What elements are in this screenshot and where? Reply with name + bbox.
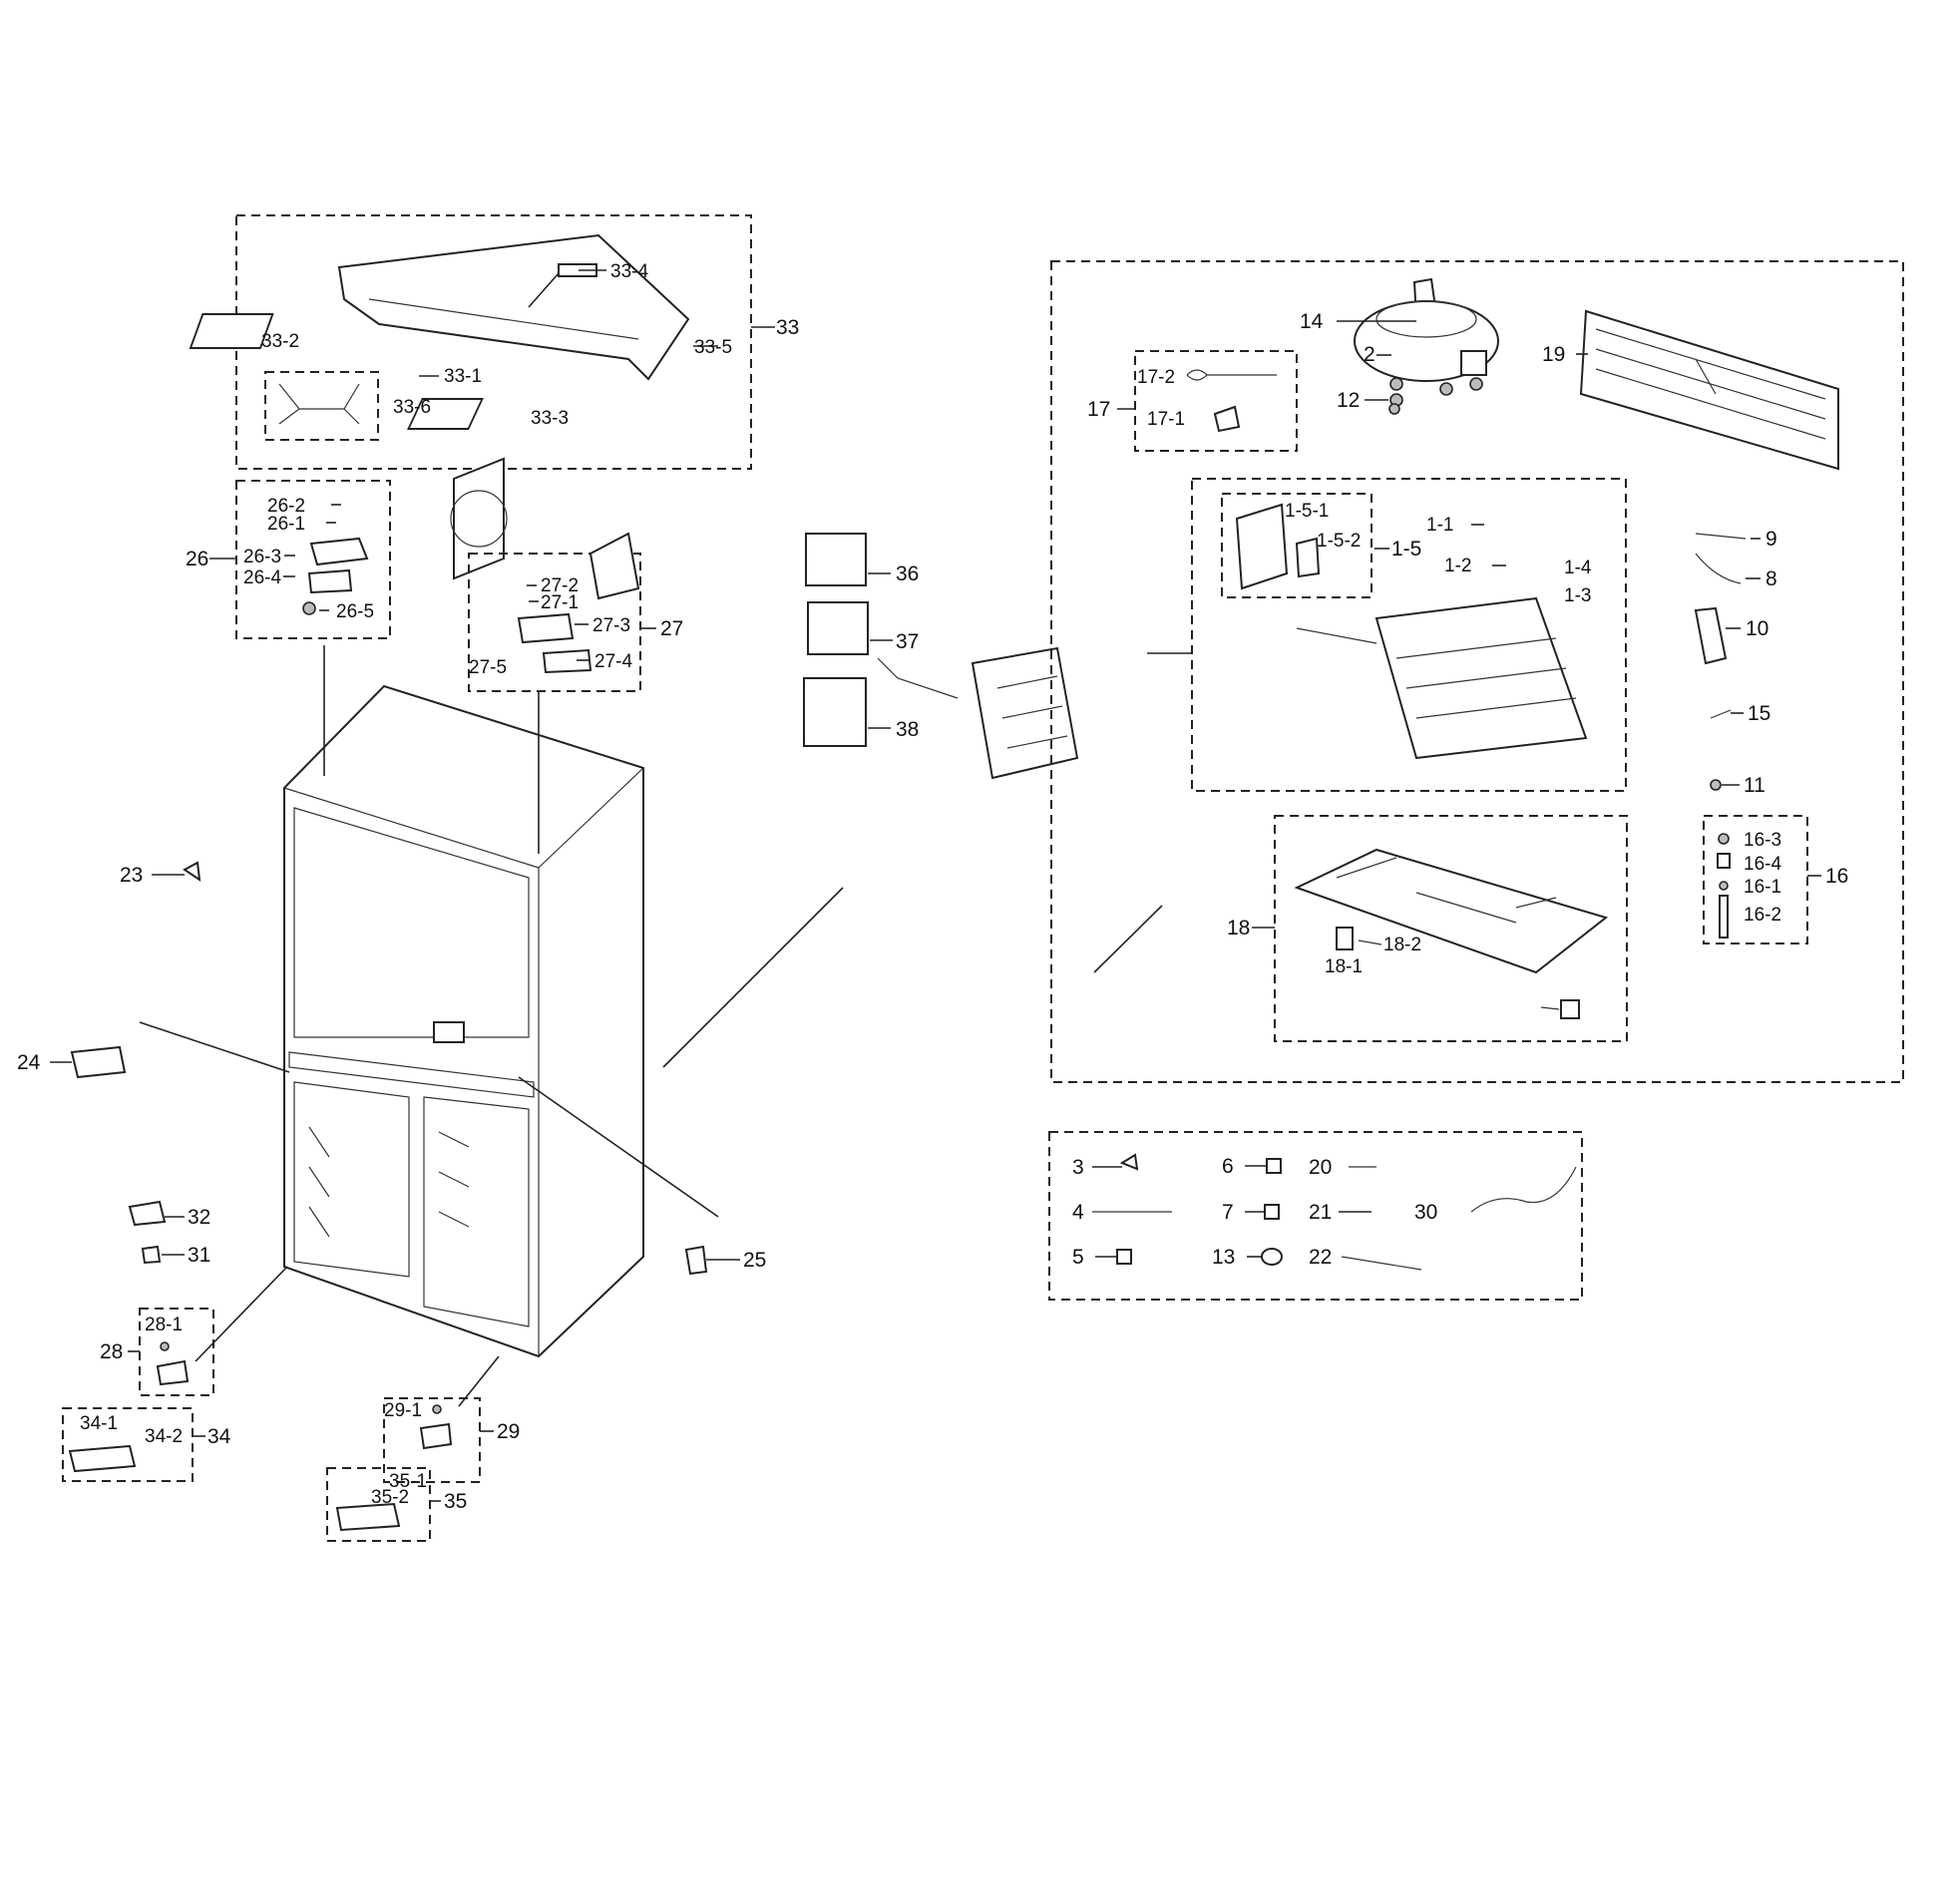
group-35: 35 35-1 35-2 xyxy=(326,1467,467,1542)
label-9: 9 xyxy=(1765,528,1777,551)
label-4: 4 xyxy=(1072,1201,1084,1224)
label-28: 28 xyxy=(100,1340,123,1363)
label-10: 10 xyxy=(1746,617,1768,640)
label-23: 23 xyxy=(120,864,143,887)
label-13: 13 xyxy=(1212,1246,1235,1269)
label-17-1: 17-1 xyxy=(1147,409,1185,430)
label-3: 3 xyxy=(1072,1156,1084,1179)
label-16-3: 16-3 xyxy=(1744,830,1781,851)
label-26-2: 26-2 xyxy=(267,496,305,517)
hardware-box: 3 4 5 6 7 13 20 21 22 30 xyxy=(1048,1131,1583,1301)
right-parts: 9 8 10 15 11 xyxy=(1694,528,1777,797)
compressor: 14 2 12 xyxy=(1300,277,1499,415)
label-19: 19 xyxy=(1542,343,1565,366)
label-26-4: 26-4 xyxy=(243,567,281,588)
group-26: 26 26-2 26-1 26-3 26-4 26-5 xyxy=(186,480,391,639)
group-18: 18 18-2 18-1 xyxy=(1093,815,1628,1042)
label-27-1: 27-1 xyxy=(541,592,579,613)
fan-shroud xyxy=(453,457,505,580)
label-35-1: 35-1 xyxy=(389,1471,427,1492)
label-18-2: 18-2 xyxy=(1383,935,1421,955)
label-38: 38 xyxy=(896,718,919,741)
label-1-5-2: 1-5-2 xyxy=(1317,531,1361,552)
label-18: 18 xyxy=(1227,917,1250,940)
label-33-4: 33-4 xyxy=(610,261,648,282)
label-27: 27 xyxy=(660,617,683,640)
label-24: 24 xyxy=(17,1051,41,1074)
label-28-1: 28-1 xyxy=(145,1315,183,1335)
label-12: 12 xyxy=(1337,389,1360,412)
label-29-1: 29-1 xyxy=(384,1400,422,1421)
label-16: 16 xyxy=(1825,865,1848,888)
group-29: 29 29-1 xyxy=(383,1397,520,1483)
label-8: 8 xyxy=(1765,567,1777,590)
label-26-3: 26-3 xyxy=(243,547,281,567)
label-16-1: 16-1 xyxy=(1744,877,1781,898)
label-33-1: 33-1 xyxy=(444,366,482,387)
label-1-3: 1-3 xyxy=(1564,585,1591,606)
control-boards: 36 37 38 xyxy=(803,533,919,747)
label-27-2: 27-2 xyxy=(541,575,579,596)
label-31: 31 xyxy=(188,1244,210,1267)
label-11: 11 xyxy=(1744,774,1765,797)
group-28: 28 28-1 xyxy=(100,1308,214,1396)
label-34-2: 34-2 xyxy=(145,1426,183,1447)
label-1-1: 1-1 xyxy=(1426,515,1453,536)
label-27-3: 27-3 xyxy=(592,615,630,636)
label-1-4: 1-4 xyxy=(1564,558,1592,578)
label-16-2: 16-2 xyxy=(1744,905,1781,926)
group-1: 1-5-1 1-5-2 1-5 1-1 1-2 1-4 1-3 xyxy=(1191,478,1627,792)
label-30: 30 xyxy=(1414,1201,1437,1224)
label-15: 15 xyxy=(1748,702,1770,725)
group-17: 17 17-2 17-1 xyxy=(1087,350,1298,452)
label-33-6: 33-6 xyxy=(393,397,431,418)
label-18-1: 18-1 xyxy=(1325,956,1363,977)
condenser-cover: 19 xyxy=(1542,309,1839,471)
label-1-5-1: 1-5-1 xyxy=(1285,501,1329,522)
label-22: 22 xyxy=(1309,1246,1332,1269)
left-side-parts: 23 24 32 31 25 xyxy=(17,861,766,1276)
label-35-2: 35-2 xyxy=(371,1487,409,1508)
label-2: 2 xyxy=(1364,343,1375,366)
label-21: 21 xyxy=(1309,1201,1332,1224)
label-33-3: 33-3 xyxy=(531,408,569,429)
label-1-5: 1-5 xyxy=(1391,538,1421,561)
label-26-1: 26-1 xyxy=(267,514,305,535)
label-1-2: 1-2 xyxy=(1444,556,1471,576)
group-27: 27 27-2 27-1 27-3 27-5 27-4 xyxy=(468,532,683,692)
label-36: 36 xyxy=(896,563,919,585)
label-27-5: 27-5 xyxy=(469,657,507,678)
label-16-4: 16-4 xyxy=(1744,854,1781,875)
group-34: 34 34-1 34-2 xyxy=(62,1407,231,1482)
label-6: 6 xyxy=(1222,1155,1234,1178)
label-17: 17 xyxy=(1087,398,1110,421)
label-17-2: 17-2 xyxy=(1137,367,1175,388)
group-33: 33 33-4 33-2 33-5 33-1 33-6 33-3 xyxy=(189,214,799,470)
label-7: 7 xyxy=(1222,1201,1234,1224)
label-35: 35 xyxy=(444,1490,467,1513)
label-5: 5 xyxy=(1072,1246,1084,1269)
label-29: 29 xyxy=(497,1420,520,1443)
label-27-4: 27-4 xyxy=(594,651,632,672)
label-33-5: 33-5 xyxy=(694,337,732,358)
label-34: 34 xyxy=(207,1425,231,1448)
label-20: 20 xyxy=(1309,1156,1332,1179)
label-33-2: 33-2 xyxy=(261,331,299,352)
label-26: 26 xyxy=(186,548,208,570)
machine-compartment-box xyxy=(1050,260,1904,1083)
evaporator-duct xyxy=(877,646,1192,780)
label-37: 37 xyxy=(896,630,919,653)
label-26-5: 26-5 xyxy=(336,601,374,622)
refrigerator-cabinet xyxy=(139,645,844,1407)
label-34-1: 34-1 xyxy=(80,1413,118,1434)
label-14: 14 xyxy=(1300,310,1324,333)
group-16: 16 16-3 16-4 16-1 16-2 xyxy=(1703,815,1848,944)
label-32: 32 xyxy=(188,1206,210,1229)
label-33: 33 xyxy=(776,316,799,339)
label-25: 25 xyxy=(743,1249,766,1272)
